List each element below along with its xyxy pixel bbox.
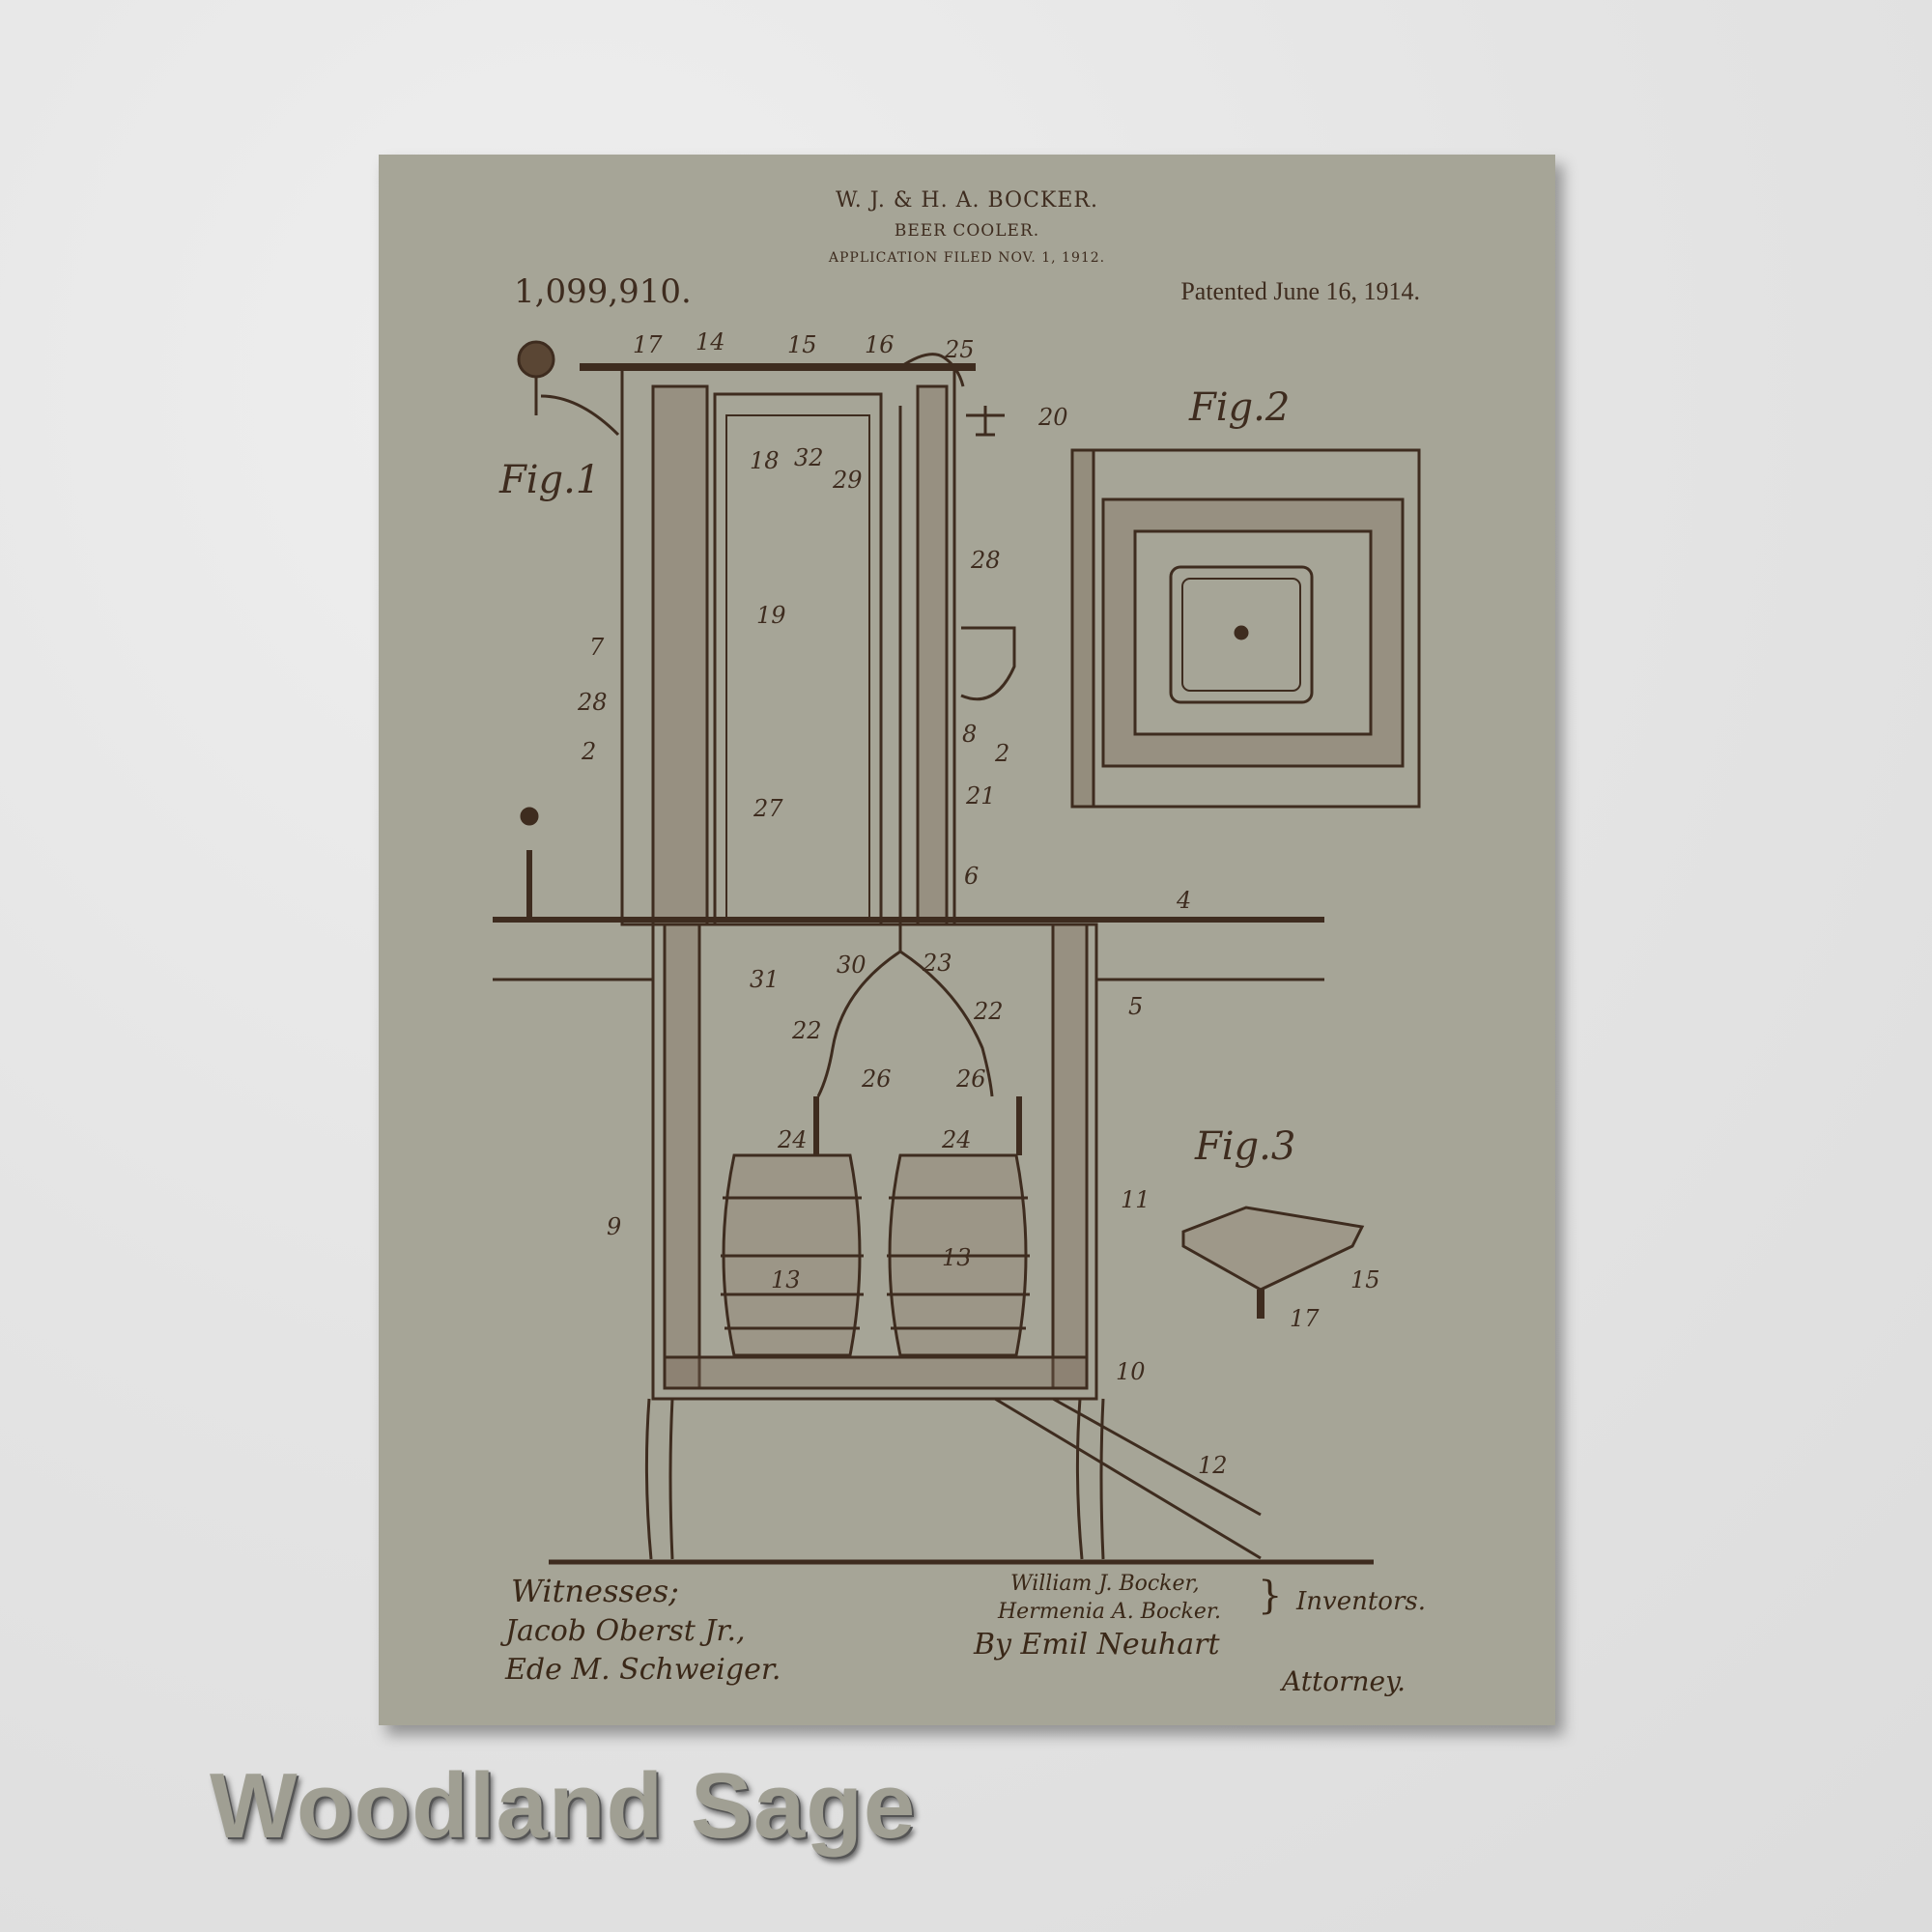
ref-numeral: 26 (861, 1065, 892, 1093)
cabinet-legs (644, 1397, 1262, 1560)
ref-numeral: 22 (973, 998, 1004, 1025)
ref-numeral: 4 (1176, 887, 1191, 914)
inventors-label: Inventors. (1296, 1587, 1426, 1616)
counter-top (493, 807, 1324, 981)
ref-numeral: 5 (1128, 993, 1143, 1020)
ref-numeral: 20 (1037, 404, 1068, 431)
beer-barrel-right (887, 1153, 1030, 1357)
inventor-signature-1: William J. Bocker, (1010, 1572, 1200, 1596)
ref-numeral: 14 (696, 328, 725, 355)
witnesses-label: Witnesses; (511, 1573, 679, 1609)
ref-numeral: 29 (832, 467, 863, 494)
witness-signature-2: Ede M. Schweiger. (505, 1653, 781, 1687)
figure-3-tray (1181, 1206, 1365, 1319)
ref-numeral: 24 (941, 1126, 972, 1153)
patent-title: BEER COOLER. (894, 221, 1040, 241)
attorney-signature: By Emil Neuhart (974, 1628, 1220, 1662)
ref-numeral: 12 (1198, 1452, 1228, 1479)
fig2-label: Fig.2 (1188, 385, 1290, 430)
ref-numeral: 16 (865, 331, 895, 358)
application-date: APPLICATION FILED NOV. 1, 1912. (828, 250, 1106, 266)
ref-numeral: 17 (1290, 1305, 1320, 1332)
ref-numeral: 6 (964, 863, 979, 890)
ref-numeral: 7 (589, 634, 605, 661)
ref-numeral: 2 (581, 738, 596, 765)
cooler-lower-cabinet (651, 923, 1098, 1401)
beer-barrel-left (721, 1153, 864, 1357)
ref-numeral: 8 (962, 721, 977, 748)
witness-signature-1: Jacob Oberst Jr., (505, 1614, 746, 1648)
ref-numeral: 25 (944, 336, 975, 363)
brace: } (1258, 1574, 1283, 1618)
cooler-upper-cabinet (517, 340, 1016, 952)
ref-numeral: 15 (1350, 1266, 1380, 1293)
patented-date: Patented June 16, 1914. (1180, 277, 1420, 305)
patent-number: 1,099,910. (514, 272, 692, 311)
ref-numeral: 18 (750, 447, 780, 474)
ref-numeral: 24 (777, 1126, 808, 1153)
ref-numeral: 13 (771, 1266, 801, 1293)
ref-numeral: 23 (922, 950, 952, 977)
figure-2-section (1070, 448, 1421, 809)
ref-numeral: 32 (794, 444, 824, 471)
ref-numeral: 19 (756, 602, 786, 629)
ref-numeral: 9 (607, 1213, 621, 1240)
fig3-label: Fig.3 (1194, 1124, 1295, 1169)
ref-numeral: 28 (577, 689, 608, 716)
ref-numeral: 27 (753, 795, 783, 822)
ref-numeral: 13 (942, 1244, 972, 1271)
ref-numeral: 10 (1116, 1358, 1146, 1385)
ref-numeral: 26 (955, 1065, 986, 1093)
inventors-header: W. J. & H. A. BOCKER. (836, 188, 1098, 213)
ref-numeral: 28 (970, 547, 1001, 574)
ref-numeral: 2 (994, 740, 1009, 767)
ref-numeral: 22 (791, 1017, 822, 1044)
ref-numeral: 21 (965, 782, 996, 810)
ref-numeral: 15 (787, 331, 817, 358)
ref-numeral: 31 (750, 966, 780, 993)
inventor-signature-2: Hermenia A. Bocker. (998, 1600, 1221, 1624)
attorney-label: Attorney. (1282, 1665, 1406, 1697)
color-name-caption: Woodland Sage (210, 1754, 917, 1858)
ref-numeral: 11 (1121, 1186, 1151, 1213)
ref-numeral: 30 (837, 952, 867, 979)
reference-numerals: 17 14 15 16 25 20 18 32 29 28 19 7 28 2 … (577, 328, 1380, 1479)
ref-numeral: 17 (633, 331, 663, 358)
fig1-label: Fig.1 (498, 458, 600, 502)
